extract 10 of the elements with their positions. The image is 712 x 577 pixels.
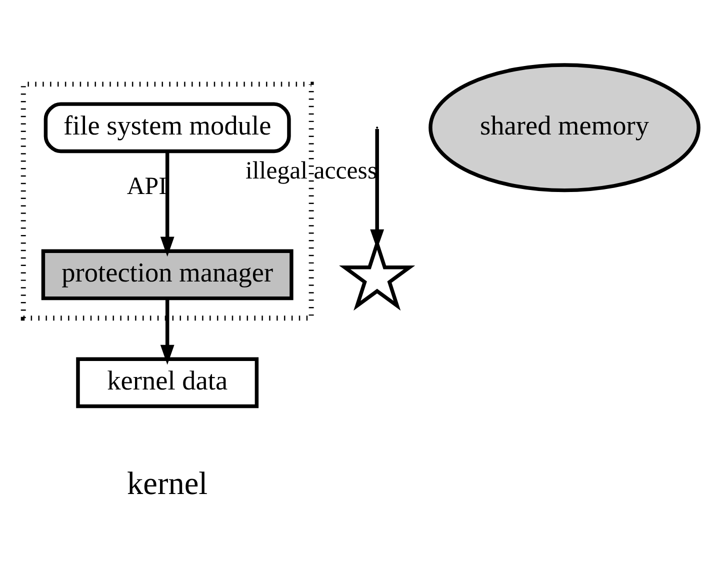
node-box: kernel data <box>76 356 259 408</box>
arrow <box>160 298 174 364</box>
label: kernel <box>127 464 208 501</box>
node-box: protection manager <box>41 248 294 300</box>
edge-label: API <box>126 172 167 200</box>
arrow <box>160 150 174 256</box>
node-ellipse: shared memory <box>428 62 700 192</box>
cluster <box>20 81 314 320</box>
node-box: file system module <box>44 102 291 153</box>
edge-label: illegal access <box>246 157 378 184</box>
